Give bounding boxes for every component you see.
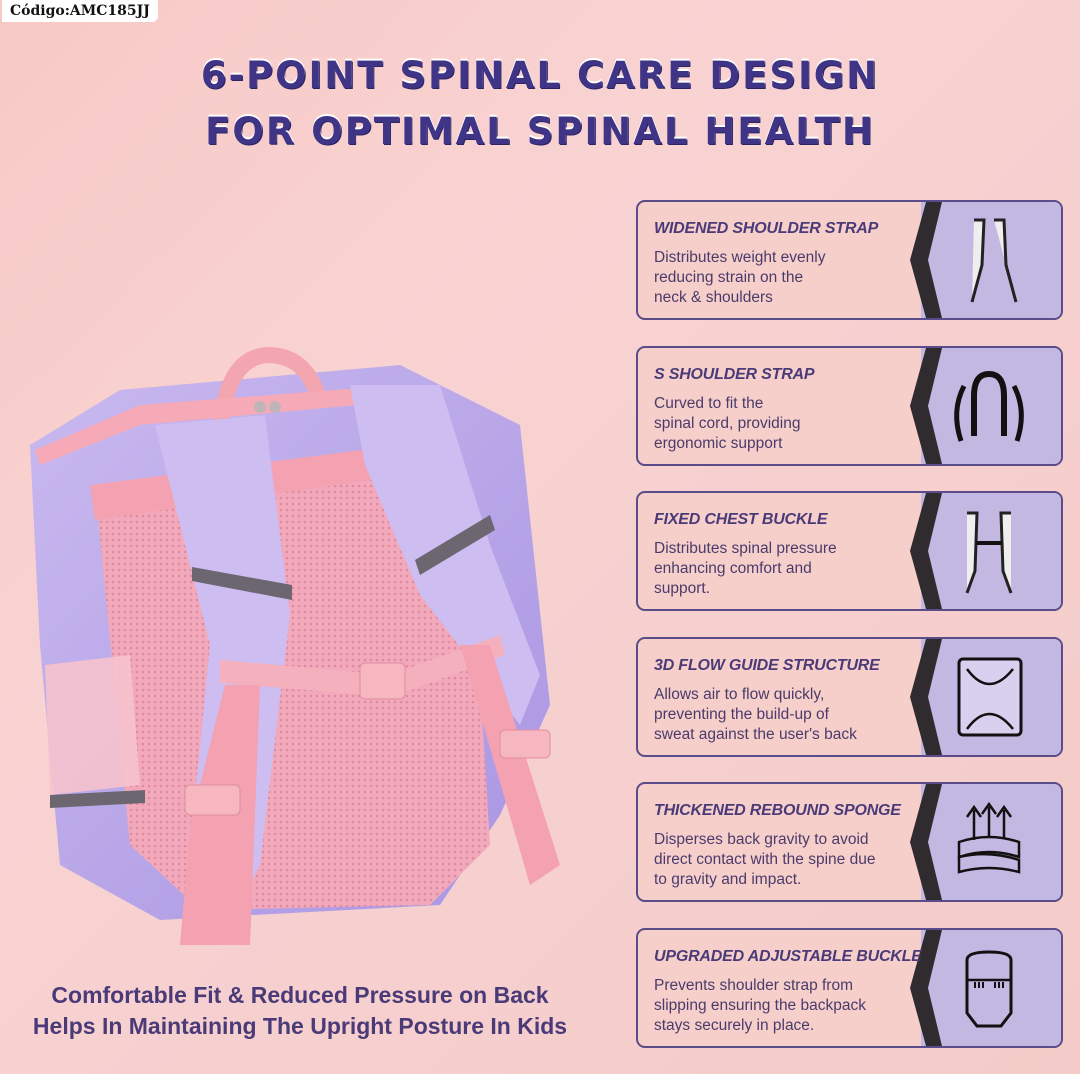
feature-card-4: 3D FLOW GUIDE STRUCTURE Allows air to fl…: [636, 636, 1063, 757]
feature-card-1: WIDENED SHOULDER STRAP Distributes weigh…: [636, 200, 1063, 320]
feature-title: WIDENED SHOULDER STRAP: [654, 220, 879, 237]
feature-description-line: enhancing comfort and: [654, 560, 812, 577]
feature-description: Distributes spinal pressure enhancing com…: [654, 539, 909, 599]
feature-description-line: preventing the build-up of: [654, 705, 829, 723]
feature-title: S SHOULDER STRAP: [654, 365, 815, 383]
chevron-divider-icon: [910, 202, 942, 318]
backpack-image: [30, 346, 560, 945]
feature-icon-panel: [921, 202, 1061, 318]
caption-line-1: Comfortable Fit & Reduced Pressure on Ba…: [51, 982, 549, 1008]
feature-description-line: ergonomic support: [654, 434, 783, 452]
feature-title: 3D FLOW GUIDE STRUCTURE: [654, 656, 880, 674]
feature-title: FIXED CHEST BUCKLE: [654, 511, 828, 528]
feature-description-line: to gravity and impact.: [654, 871, 802, 888]
feature-description-line: Disperses back gravity to avoid: [654, 831, 869, 848]
feature-icon-panel: [921, 347, 1061, 464]
feature-icon-panel: [921, 784, 1061, 900]
feature-description-line: stays securely in place.: [654, 1016, 815, 1034]
chest-buckle-icon: [965, 511, 1013, 594]
feature-description-line: neck & shoulders: [654, 289, 773, 306]
feature-description-line: Curved to fit the: [654, 394, 764, 412]
chevron-divider-icon: [910, 638, 942, 755]
bag-handle: [212, 346, 328, 436]
feature-description-line: Distributes weight evenly: [654, 249, 826, 266]
chest-strap: [220, 635, 505, 697]
sponge-layers-icon: [957, 801, 1021, 874]
feature-description-line: sweat against the user's back: [654, 725, 857, 743]
side-mesh-pocket: [45, 655, 140, 795]
feature-description-line: direct contact with the spine due: [654, 851, 876, 868]
feature-description-line: Prevents shoulder strap from: [654, 976, 854, 994]
feature-description: Distributes weight evenly reducing strain…: [654, 248, 909, 308]
feature-description-line: spinal cord, providing: [654, 414, 801, 432]
feature-description-line: Allows air to flow quickly,: [654, 685, 825, 703]
adjustable-buckle-icon: [965, 949, 1013, 1027]
headline-line-1: 6-POINT SPINAL CARE DESIGN: [200, 54, 880, 97]
feature-description-line: reducing strain on the: [654, 269, 804, 286]
shoulder-straps-icon: [970, 218, 1018, 303]
chevron-divider-icon: [910, 347, 942, 464]
s-curve-strap-icon: [954, 370, 1024, 442]
feature-card-6: UPGRADED ADJUSTABLE BUCKLE Prevents shou…: [636, 927, 1063, 1048]
caption-line-2: Helps In Maintaining The Upright Posture…: [32, 1013, 568, 1039]
feature-description-line: support.: [654, 580, 711, 597]
feature-card-5: THICKENED REBOUND SPONGE Disperses back …: [636, 782, 1063, 902]
feature-title: UPGRADED ADJUSTABLE BUCKLE: [654, 947, 922, 965]
chevron-divider-icon: [910, 493, 942, 609]
product-code-label: Código:AMC185JJ: [2, 0, 158, 22]
feature-title: THICKENED REBOUND SPONGE: [654, 802, 901, 819]
feature-icon-panel: [921, 493, 1061, 609]
feature-description-line: slipping ensuring the backpack: [654, 996, 866, 1014]
feature-description: Prevents shoulder strap from slipping ens…: [654, 976, 909, 1036]
feature-description: Allows air to flow quickly, preventing th…: [654, 685, 909, 745]
headline-line-2: FOR OPTIMAL SPINAL HEALTH: [205, 110, 875, 153]
feature-card-2: S SHOULDER STRAP Curved to fit the spinal…: [636, 345, 1063, 466]
feature-description-line: Distributes spinal pressure: [654, 540, 837, 557]
chevron-divider-icon: [910, 929, 942, 1046]
feature-card-3: FIXED CHEST BUCKLE Distributes spinal pr…: [636, 491, 1063, 611]
airflow-panel-icon: [957, 657, 1023, 736]
chevron-divider-icon: [910, 784, 942, 900]
feature-description: Curved to fit the spinal cord, providing e…: [654, 394, 909, 454]
feature-description: Disperses back gravity to avoid direct co…: [654, 830, 909, 890]
